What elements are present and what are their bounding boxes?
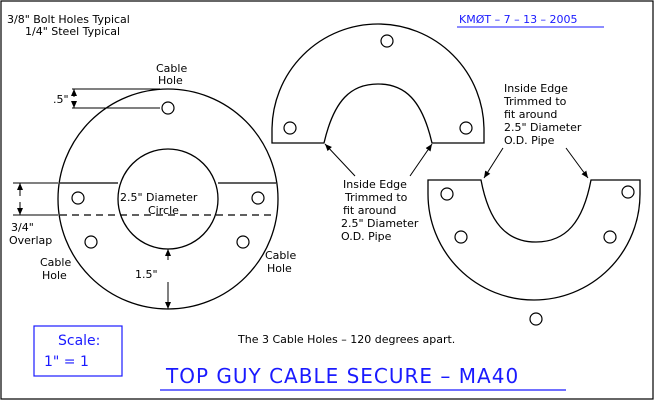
leader-right-right <box>565 147 589 179</box>
half-bottom-outline <box>427 179 641 301</box>
half-top-bolt-hole-right <box>459 121 473 135</box>
note-right-2: Trimmed to <box>503 95 567 108</box>
half-bottom-cable-hole-right <box>603 230 617 244</box>
note-center-2: Trimmed to <box>344 191 408 204</box>
label-cable-hole-left-1: Cable <box>40 256 71 269</box>
cable-hole-top <box>161 101 175 115</box>
leader-center-right <box>409 143 433 177</box>
half-bottom-bolt-hole-left <box>440 187 454 201</box>
note-right-4: 2.5" Diameter <box>504 121 582 134</box>
label-overlap-1: 3/4" <box>11 221 34 234</box>
dim-hole-offset: .5" <box>53 93 69 106</box>
note-center-3: fit around <box>343 204 396 217</box>
half-top-cable-hole <box>380 34 394 48</box>
bolt-hole-right <box>251 191 265 205</box>
scale-label: Scale: <box>58 333 100 349</box>
scale-value: 1" = 1 <box>44 354 89 370</box>
half-bottom-bolt-hole-right <box>621 185 635 199</box>
drawing-title: TOP GUY CABLE SECURE – MA40 <box>165 364 519 388</box>
label-cable-hole-top-1: Cable <box>156 62 187 75</box>
note-right-3: fit around <box>504 108 557 121</box>
label-pipe-diameter-2: Circle <box>148 204 179 217</box>
label-pipe-diameter-1: 2.5" Diameter <box>120 191 198 204</box>
label-cable-hole-right-2: Hole <box>267 262 292 275</box>
half-top-bolt-hole-left <box>283 121 297 135</box>
note-right-1: Inside Edge <box>504 82 568 95</box>
note-center-4: 2.5" Diameter <box>341 217 419 230</box>
label-overlap-2: Overlap <box>9 234 52 247</box>
bolt-hole-left <box>71 191 85 205</box>
cable-hole-right <box>236 235 250 249</box>
note-center-1: Inside Edge <box>343 178 407 191</box>
collar-half-top <box>271 23 485 144</box>
scale-box <box>33 325 123 377</box>
dim-radius: 1.5" <box>135 268 158 281</box>
leader-center-left <box>324 143 356 177</box>
note-center-5: O.D. Pipe <box>341 230 392 243</box>
collar-half-bottom <box>427 179 641 326</box>
half-bottom-cable-hole-bottom <box>529 312 543 326</box>
label-cable-hole-top-2: Hole <box>158 74 183 87</box>
note-steel: 1/4" Steel Typical <box>25 25 120 38</box>
note-hole-spacing: The 3 Cable Holes – 120 degrees apart. <box>237 333 455 346</box>
label-cable-hole-left-2: Hole <box>42 269 67 282</box>
leader-right-left <box>483 147 504 179</box>
note-right-5: O.D. Pipe <box>504 134 555 147</box>
cable-hole-left <box>84 235 98 249</box>
half-bottom-cable-hole-left <box>454 230 468 244</box>
drawing-id: KMØT – 7 – 13 – 2005 <box>459 13 578 26</box>
half-top-outline <box>271 23 485 144</box>
label-cable-hole-right-1: Cable <box>265 249 296 262</box>
note-bolt-holes: 3/8" Bolt Holes Typical <box>7 13 130 26</box>
